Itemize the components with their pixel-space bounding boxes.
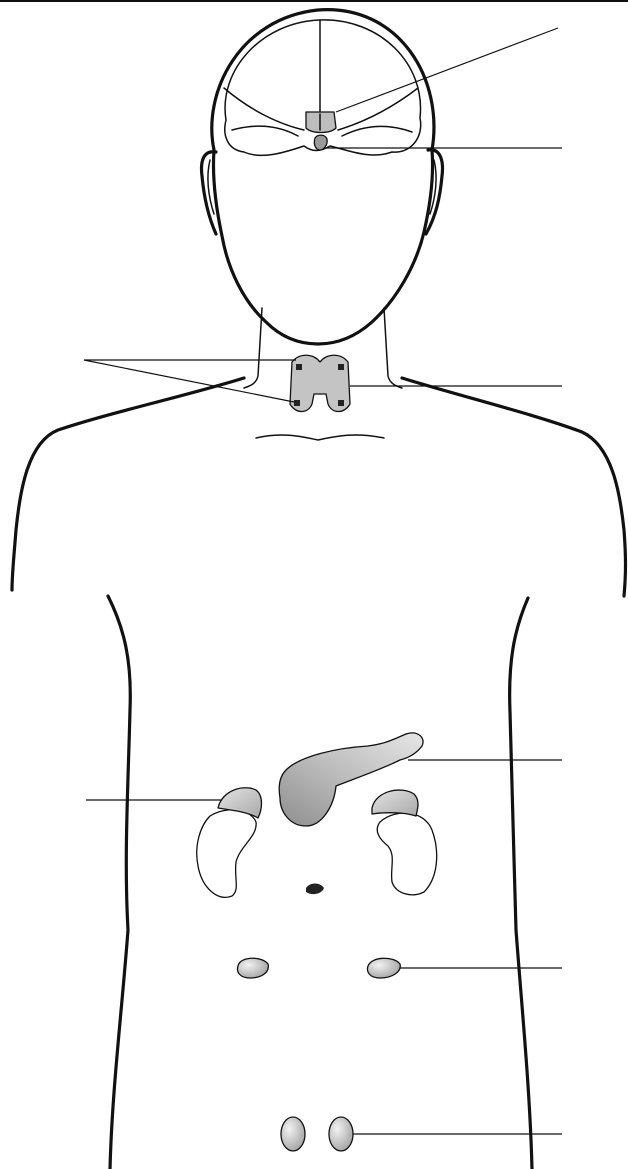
hypothalamus: [306, 112, 336, 133]
left-shoulder: [12, 378, 244, 590]
right-torso-side: [510, 598, 532, 1169]
right-shoulder: [402, 378, 626, 596]
neck-left: [244, 308, 262, 388]
right-adrenal-gland: [372, 790, 418, 816]
left-kidney: [197, 810, 256, 898]
left-ovary: [238, 958, 269, 978]
parathyroid-top-right: [338, 364, 344, 370]
brain-right-fold: [338, 88, 418, 136]
parathyroid-top-left: [296, 364, 302, 370]
pituitary-gland: [314, 135, 327, 150]
left-testis: [281, 1117, 305, 1151]
parathyroid-bottom-right: [338, 400, 344, 406]
brain-left-fold: [224, 88, 304, 136]
clavicle-line: [256, 435, 384, 440]
thyroid-gland: [290, 355, 350, 411]
head: [202, 10, 443, 344]
head-outline: [212, 10, 434, 344]
left-torso-side: [108, 596, 130, 1169]
torso: [12, 308, 626, 1169]
right-testis: [329, 1117, 353, 1151]
leader-line-hypothalamus: [336, 28, 558, 112]
right-kidney: [377, 813, 436, 895]
right-ovary: [368, 958, 401, 978]
neck-right: [384, 308, 402, 388]
navel: [306, 884, 324, 895]
leader-line-parathyroid-lower: [84, 360, 294, 402]
parathyroid-bottom-left: [294, 400, 300, 406]
